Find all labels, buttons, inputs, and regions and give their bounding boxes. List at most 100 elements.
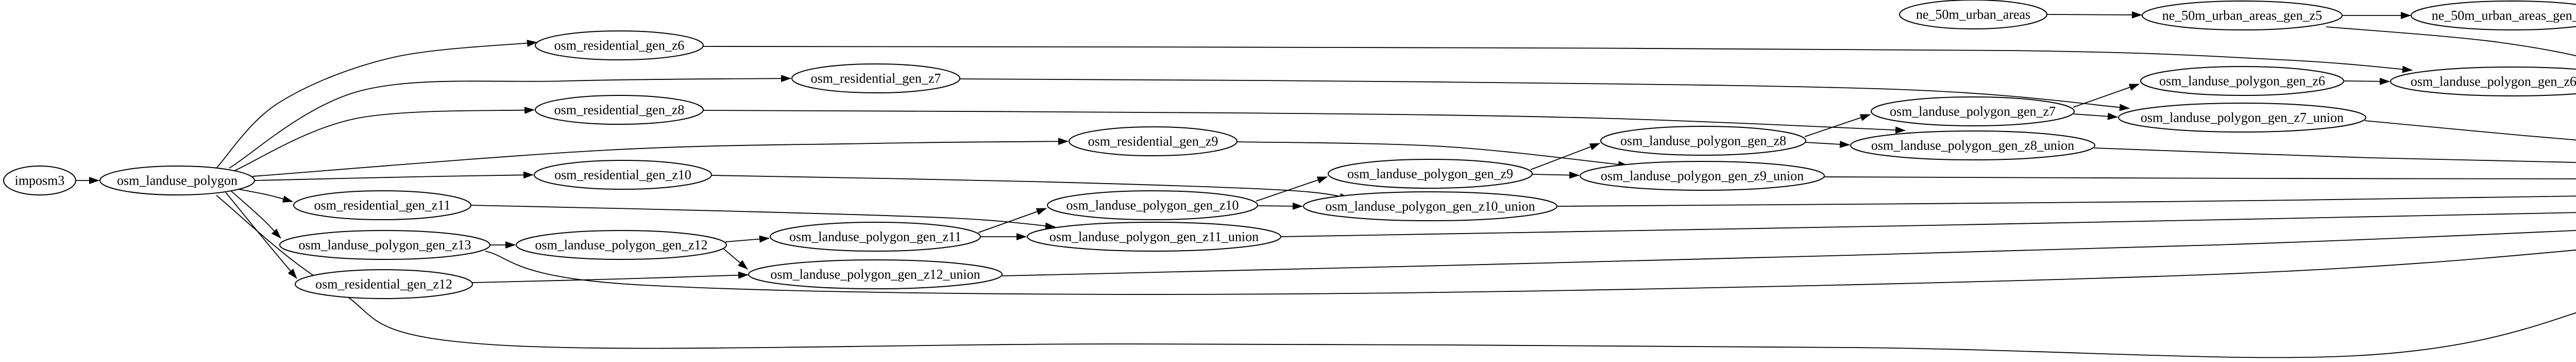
edge-osm_landuse_polygon-to-osm_residential_gen_z9 [252, 138, 1069, 177]
edge-osm_residential_gen_z12-to-osm_landuse_polygon_gen_z12_union [472, 271, 749, 283]
node-osm_residential_gen_z10: osm_residential_gen_z10 [534, 160, 712, 190]
node-shape-osm_landuse_polygon_gen_z13 [279, 230, 490, 260]
node-ne_50m_urban_areas_gen_z5: ne_50m_urban_areas_gen_z5 [2142, 1, 2343, 30]
node-shape-osm_residential_gen_z11 [293, 190, 471, 220]
edge-osm_landuse_polygon-to-osm_residential_gen_z12 [225, 192, 297, 279]
node-osm_landuse_polygon_gen_z12_union: osm_landuse_polygon_gen_z12_union [748, 259, 1003, 289]
edge-osm_landuse_polygon-to-osm_residential_gen_z7 [229, 75, 791, 169]
edge-osm_landuse_polygon_gen_z8_union-to-row-z8 [2094, 147, 2576, 163]
node-osm_landuse_polygon_gen_z8_union: osm_landuse_polygon_gen_z8_union [1850, 130, 2095, 160]
edge-osm_landuse_polygon_gen_z7_union-to-row-z7 [2364, 120, 2576, 141]
node-label-osm_residential_gen_z12: osm_residential_gen_z12 [315, 277, 452, 292]
node-shape-osm_landuse_polygon_gen_z10 [1047, 190, 1258, 220]
node-label-osm_landuse_polygon_gen_z12: osm_landuse_polygon_gen_z12 [535, 238, 707, 253]
node-shape-ne_50m_urban_areas [1899, 0, 2047, 29]
node-label-osm_landuse_polygon_gen_z10: osm_landuse_polygon_gen_z10 [1066, 198, 1239, 213]
edge-osm_landuse_polygon-to-osm_residential_gen_z11 [235, 188, 293, 203]
node-label-osm_landuse_polygon_gen_z7: osm_landuse_polygon_gen_z7 [1890, 104, 2056, 119]
node-shape-osm_residential_gen_z6 [535, 30, 704, 60]
node-osm_residential_gen_z6: osm_residential_gen_z6 [535, 30, 704, 60]
edge-osm_landuse_polygon_gen_z10_union-to-row-z10 [1556, 195, 2576, 207]
edge-osm_landuse_polygon_gen_z9-to-osm_landuse_polygon_gen_z9_union [1531, 171, 1580, 179]
edge-osm_residential_gen_z10-to-osm_landuse_polygon_gen_z10_union [711, 175, 1350, 201]
node-osm_landuse_polygon_gen_z6: osm_landuse_polygon_gen_z6 [2140, 66, 2344, 96]
node-shape-osm_landuse_polygon_gen_z6 [2140, 66, 2344, 96]
node-label-osm_landuse_polygon_gen_z6: osm_landuse_polygon_gen_z6 [2159, 74, 2325, 89]
node-shape-ne_50m_urban_areas_gen_z4 [2411, 1, 2576, 30]
node-osm_landuse_polygon_gen_z10_union: osm_landuse_polygon_gen_z10_union [1303, 191, 1557, 221]
node-label-osm_residential_gen_z11: osm_residential_gen_z11 [314, 198, 451, 213]
node-label-osm_residential_gen_z8: osm_residential_gen_z8 [554, 103, 685, 118]
edge-osm_landuse_polygon-to-osm_residential_gen_z10 [254, 171, 534, 181]
node-label-osm_residential_gen_z9: osm_residential_gen_z9 [1088, 134, 1218, 149]
node-label-osm_landuse_polygon_gen_z9_union: osm_landuse_polygon_gen_z9_union [1601, 169, 1804, 184]
node-shape-osm_landuse_polygon_gen_z7 [1871, 96, 2075, 126]
node-imposm3: imposm3 [3, 166, 76, 195]
node-osm_landuse_polygon_gen_z9_union: osm_landuse_polygon_gen_z9_union [1580, 161, 1825, 191]
node-label-osm_landuse_polygon: osm_landuse_polygon [117, 173, 238, 188]
edge-osm_landuse_polygon_gen_z10-to-osm_landuse_polygon_gen_z9 [1256, 176, 1328, 202]
edge-osm_landuse_polygon_gen_z12-to-osm_landuse_polygon_gen_z12_union [723, 248, 748, 270]
node-label-ne_50m_urban_areas_gen_z5: ne_50m_urban_areas_gen_z5 [2162, 8, 2322, 23]
node-shape-osm_residential_gen_z10 [534, 160, 712, 190]
node-osm_landuse_polygon_gen_z12: osm_landuse_polygon_gen_z12 [516, 230, 727, 260]
node-shape-osm_residential_gen_z9 [1069, 126, 1238, 156]
node-osm_landuse_polygon_gen_z8: osm_landuse_polygon_gen_z8 [1600, 126, 1806, 156]
node-shape-osm_landuse_polygon_gen_z12 [516, 230, 727, 260]
edge-layer [76, 11, 2576, 358]
edge-osm_residential_gen_z11-to-osm_landuse_polygon_gen_z11_union [470, 205, 1056, 230]
node-shape-osm_residential_gen_z12 [295, 269, 473, 299]
node-osm_landuse_polygon_gen_z7_union: osm_landuse_polygon_gen_z7_union [2118, 103, 2366, 133]
node-ne_50m_urban_areas: ne_50m_urban_areas [1899, 0, 2047, 29]
node-label-osm_landuse_polygon_gen_z8_union: osm_landuse_polygon_gen_z8_union [1871, 138, 2074, 153]
edge-osm_landuse_polygon_gen_z12_union-to-row-z12 [1002, 229, 2576, 276]
node-osm_landuse_polygon_gen_z13: osm_landuse_polygon_gen_z13 [279, 230, 490, 260]
node-osm_landuse_polygon_gen_z6_union: osm_landuse_polygon_gen_z6_union [2390, 67, 2576, 96]
edge-osm_landuse_polygon-to-osm_landuse_polygon_gen_z13 [230, 190, 281, 239]
node-shape-osm_landuse_polygon_gen_z8 [1600, 126, 1806, 156]
edge-osm_landuse_polygon_gen_z8-to-osm_landuse_polygon_gen_z7 [1804, 114, 1871, 137]
node-label-ne_50m_urban_areas_gen_z4: ne_50m_urban_areas_gen_z4 [2432, 8, 2576, 23]
edge-ne_50m_urban_areas-to-ne_50m_urban_areas_gen_z5 [2046, 11, 2142, 19]
edge-osm_landuse_polygon_gen_z13-to-row-z13 [485, 249, 2576, 295]
node-shape-imposm3 [3, 166, 76, 195]
node-label-osm_landuse_polygon_gen_z9: osm_landuse_polygon_gen_z9 [1347, 167, 1513, 182]
edge-osm_residential_gen_z6-to-osm_landuse_polygon_gen_z6_union [703, 46, 2413, 73]
node-osm_residential_gen_z9: osm_residential_gen_z9 [1069, 126, 1238, 156]
node-shape-osm_landuse_polygon_gen_z8_union [1850, 130, 2095, 160]
node-shape-osm_landuse_polygon_gen_z9 [1328, 159, 1533, 189]
node-osm_landuse_polygon: osm_landuse_polygon [99, 166, 255, 195]
node-shape-osm_landuse_polygon_gen_z10_union [1303, 191, 1557, 221]
node-shape-osm_residential_gen_z7 [791, 63, 960, 93]
node-label-osm_landuse_polygon_gen_z7_union: osm_landuse_polygon_gen_z7_union [2141, 110, 2344, 125]
edge-osm_landuse_polygon_gen_z12-to-osm_landuse_polygon_gen_z11 [725, 235, 770, 243]
edge-osm_landuse_polygon_gen_z9-to-osm_landuse_polygon_gen_z8 [1530, 143, 1600, 170]
node-osm_residential_gen_z12: osm_residential_gen_z12 [295, 269, 473, 299]
edge-osm_residential_gen_z9-to-osm_landuse_polygon_gen_z9_union [1236, 141, 1629, 169]
edge-ne_50m_urban_areas_gen_z5-to-row-z5 [2326, 26, 2576, 57]
node-label-osm_residential_gen_z10: osm_residential_gen_z10 [554, 168, 691, 183]
node-osm_landuse_polygon_gen_z7: osm_landuse_polygon_gen_z7 [1871, 96, 2075, 126]
node-osm_residential_gen_z8: osm_residential_gen_z8 [535, 95, 704, 125]
node-osm_landuse_polygon_gen_z9: osm_landuse_polygon_gen_z9 [1328, 159, 1533, 189]
node-label-osm_landuse_polygon_gen_z8: osm_landuse_polygon_gen_z8 [1620, 134, 1786, 149]
node-shape-ne_50m_urban_areas_gen_z5 [2142, 1, 2343, 30]
node-shape-osm_landuse_polygon_gen_z9_union [1580, 161, 1825, 191]
node-label-osm_landuse_polygon_gen_z10_union: osm_landuse_polygon_gen_z10_union [1325, 199, 1535, 214]
node-ne_50m_urban_areas_gen_z4: ne_50m_urban_areas_gen_z4 [2411, 1, 2576, 30]
edge-osm_residential_gen_z8-to-osm_landuse_polygon_gen_z8_union [703, 110, 1906, 134]
node-osm_landuse_polygon_gen_z11_union: osm_landuse_polygon_gen_z11_union [1027, 222, 1281, 252]
edge-osm_residential_gen_z7-to-osm_landuse_polygon_gen_z7_union [959, 78, 2130, 111]
node-label-ne_50m_urban_areas: ne_50m_urban_areas [1916, 7, 2030, 22]
edge-osm_landuse_polygon_gen_z7-to-osm_landuse_polygon_gen_z7_union [2073, 112, 2118, 120]
node-shape-osm_landuse_polygon_gen_z7_union [2118, 103, 2366, 133]
edge-osm_landuse_polygon_gen_z11-to-osm_landuse_polygon_gen_z10 [978, 208, 1047, 233]
edge-osm_landuse_polygon-to-row-z14+ [216, 195, 2576, 358]
node-shape-osm_landuse_polygon_gen_z11_union [1027, 222, 1281, 252]
node-shape-osm_landuse_polygon [99, 166, 255, 195]
node-osm_landuse_polygon_gen_z11: osm_landuse_polygon_gen_z11 [770, 222, 981, 252]
node-label-osm_landuse_polygon_gen_z11_union: osm_landuse_polygon_gen_z11_union [1049, 229, 1259, 244]
